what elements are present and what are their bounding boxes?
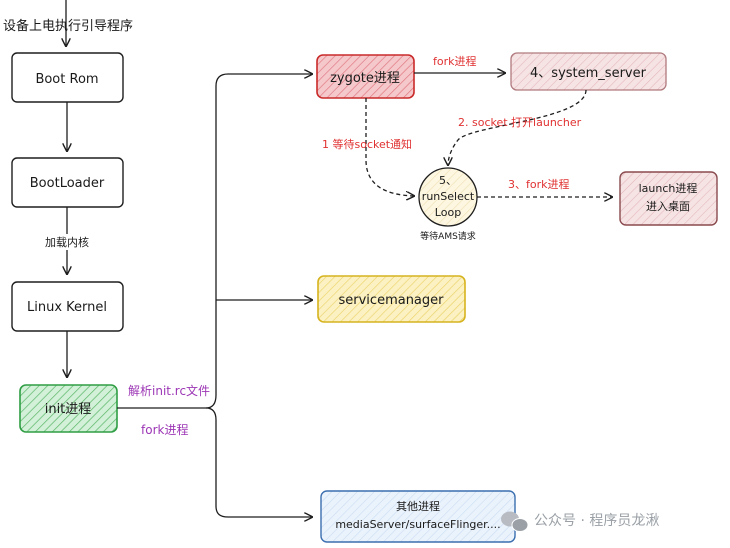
node-other-processes[interactable]: 其他进程 mediaServer/surfaceFlinger.... xyxy=(320,490,516,543)
boot-rom-label: Boot Rom xyxy=(35,72,98,87)
edge-init-to-other xyxy=(205,407,312,517)
node-run-select-loop[interactable]: 5、 runSelect Loop xyxy=(418,167,478,227)
label-socket-open: 2. socket 打开launcher xyxy=(458,115,582,129)
bootloader-label: BootLoader xyxy=(30,176,105,191)
launch-line1: launch进程 xyxy=(639,182,698,195)
system-server-label: 4、system_server xyxy=(530,66,647,81)
label-fork-init: fork进程 xyxy=(141,422,188,437)
other-line2: mediaServer/surfaceFlinger.... xyxy=(335,518,500,531)
run-select-line2: runSelect xyxy=(422,190,475,203)
wechat-icon xyxy=(501,511,529,532)
edge-init-trunk xyxy=(117,74,312,409)
label-fork-zygote: fork进程 xyxy=(433,55,477,68)
other-line1: 其他进程 xyxy=(396,500,440,513)
label-fork-3: 3、fork进程 xyxy=(508,178,570,191)
servicemanager-label: servicemanager xyxy=(339,293,445,308)
node-linux-kernel[interactable]: Linux Kernel xyxy=(11,281,124,332)
run-select-line3: Loop xyxy=(435,206,461,219)
edge-system-server-to-runselect xyxy=(448,89,587,165)
node-bootloader[interactable]: BootLoader xyxy=(11,157,124,208)
node-init[interactable]: init进程 xyxy=(19,384,118,433)
zygote-label: zygote进程 xyxy=(330,71,400,86)
label-load-kernel: 加载内核 xyxy=(45,235,89,249)
node-launch[interactable]: launch进程 进入桌面 xyxy=(619,171,718,226)
node-zygote[interactable]: zygote进程 xyxy=(316,54,415,99)
linux-kernel-label: Linux Kernel xyxy=(27,300,107,315)
launch-line2: 进入桌面 xyxy=(646,200,690,213)
watermark: 公众号 · 程序员龙湫 xyxy=(501,511,659,532)
watermark-text: 公众号 · 程序员龙湫 xyxy=(534,513,659,529)
label-parse-init: 解析init.rc文件 xyxy=(128,383,210,398)
run-select-line1: 5、 xyxy=(439,174,457,187)
node-system-server[interactable]: 4、system_server xyxy=(510,52,667,91)
edge-zygote-to-runselect xyxy=(365,98,414,196)
init-label: init进程 xyxy=(45,402,92,417)
label-wait-ams: 等待AMS请求 xyxy=(420,230,476,242)
label-wait-socket: 1 等待socket通知 xyxy=(322,137,412,151)
node-servicemanager[interactable]: servicemanager xyxy=(317,275,466,323)
node-boot-rom[interactable]: Boot Rom xyxy=(11,52,124,103)
top-label: 设备上电执行引导程序 xyxy=(3,18,133,34)
